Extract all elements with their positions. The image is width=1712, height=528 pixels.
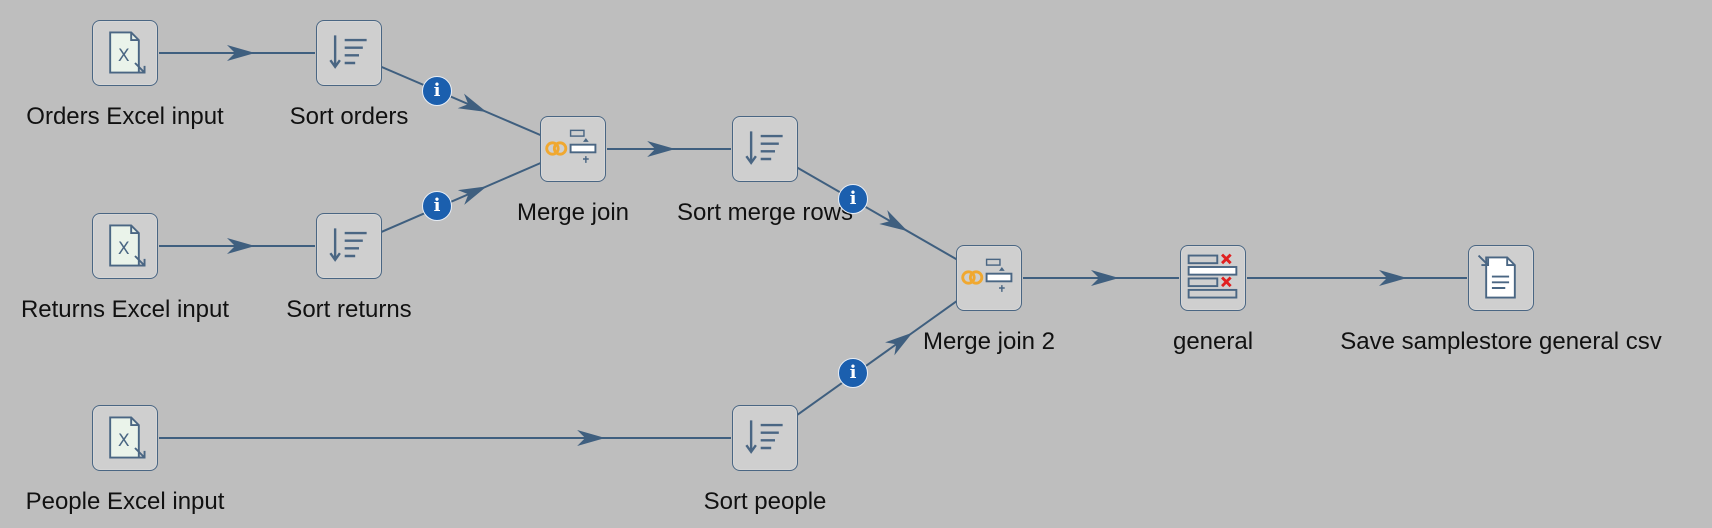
- step-sort-orders[interactable]: [316, 20, 382, 86]
- hop-arrowhead: [227, 238, 255, 254]
- step-orders-excel-input[interactable]: X: [92, 20, 158, 86]
- select-values-icon: [1187, 253, 1238, 299]
- hop-merge-join-to-sort-merge-rows[interactable]: [607, 141, 731, 157]
- step-label-people-excel-input: People Excel input: [25, 488, 225, 515]
- svg-text:X: X: [118, 431, 130, 451]
- svg-text:X: X: [118, 46, 130, 66]
- hop-sort-merge-rows-to-merge-join-2[interactable]: [793, 165, 961, 262]
- excel-input-icon: X: [109, 224, 146, 267]
- step-label-sort-merge-rows: Sort merge rows: [676, 199, 854, 226]
- svg-text:X: X: [118, 239, 130, 259]
- hop-orders-excel-to-sort-orders[interactable]: [159, 45, 315, 61]
- step-label-orders-excel-input: Orders Excel input: [26, 103, 224, 130]
- sort-rows-icon: [329, 228, 367, 262]
- step-label-save-samplestore-general-csv: Save samplestore general csv: [1340, 328, 1662, 355]
- hop-arrowhead: [879, 210, 908, 232]
- hop-line: [792, 296, 962, 420]
- hop-sort-people-to-merge-join-2[interactable]: [792, 296, 962, 420]
- hop-line: [379, 161, 543, 234]
- hop-people-excel-to-sort-people[interactable]: [159, 430, 731, 446]
- hop-sort-orders-to-merge-join[interactable]: [379, 65, 543, 137]
- step-label-sort-orders: Sort orders: [289, 103, 409, 130]
- hop-returns-excel-to-sort-returns[interactable]: [159, 238, 315, 254]
- sort-rows-icon: [745, 131, 783, 165]
- step-general[interactable]: [1180, 245, 1246, 311]
- step-sort-merge-rows[interactable]: [732, 116, 798, 182]
- hop-arrowhead: [1379, 270, 1407, 286]
- sort-rows-icon: [745, 420, 783, 454]
- text-file-output-icon: [1477, 254, 1516, 299]
- hop-general-to-save-csv[interactable]: [1247, 270, 1467, 286]
- step-returns-excel-input[interactable]: X: [92, 213, 158, 279]
- sort-rows-icon: [329, 35, 367, 69]
- step-label-sort-returns: Sort returns: [286, 296, 412, 323]
- merge-join-icon: [545, 129, 597, 163]
- excel-input-icon: X: [109, 416, 146, 459]
- hop-arrowhead: [1091, 270, 1119, 286]
- step-sort-people[interactable]: [732, 405, 798, 471]
- hop-merge-join-2-to-general[interactable]: [1023, 270, 1179, 286]
- hop-arrowhead: [577, 430, 606, 446]
- step-sort-returns[interactable]: [316, 213, 382, 279]
- step-people-excel-input[interactable]: X: [92, 405, 158, 471]
- step-label-merge-join: Merge join: [516, 199, 630, 226]
- step-label-merge-join-2: Merge join 2: [922, 328, 1056, 355]
- step-label-sort-people: Sort people: [703, 488, 827, 515]
- step-merge-join[interactable]: [540, 116, 606, 182]
- excel-input-icon: X: [109, 31, 146, 74]
- step-label-general: general: [1172, 328, 1254, 355]
- hop-arrowhead: [647, 141, 676, 157]
- hop-arrowhead: [227, 45, 255, 61]
- info-icon[interactable]: i: [422, 76, 452, 106]
- hop-sort-returns-to-merge-join[interactable]: [379, 161, 543, 234]
- info-icon[interactable]: i: [422, 191, 452, 221]
- info-icon[interactable]: i: [838, 184, 868, 214]
- hop-arrowhead: [457, 186, 487, 205]
- step-label-returns-excel-input: Returns Excel input: [20, 296, 230, 323]
- merge-join-icon: [961, 258, 1013, 292]
- step-save-samplestore-general-csv[interactable]: [1468, 245, 1534, 311]
- hop-arrowhead: [885, 332, 913, 356]
- info-icon[interactable]: i: [838, 358, 868, 388]
- step-merge-join-2[interactable]: [956, 245, 1022, 311]
- hop-arrowhead: [457, 93, 487, 112]
- hop-line: [793, 165, 961, 262]
- hop-line: [379, 65, 543, 137]
